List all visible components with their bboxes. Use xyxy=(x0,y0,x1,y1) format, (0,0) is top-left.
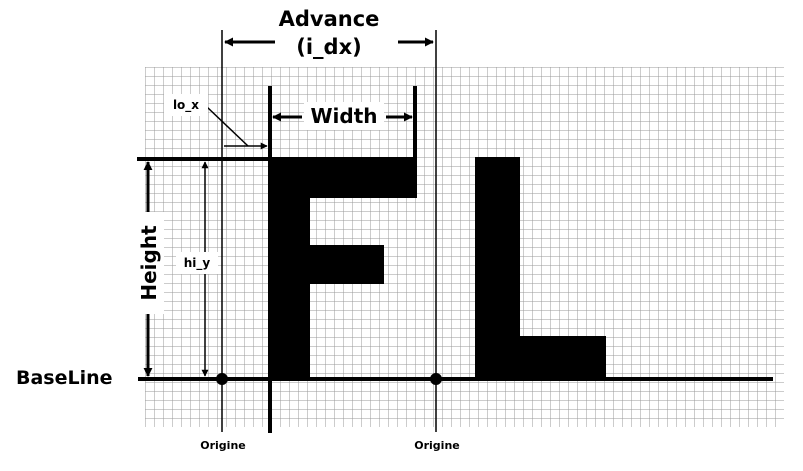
origin-left-label: Origine xyxy=(200,439,246,452)
baseline-label: BaseLine xyxy=(16,367,113,389)
grid-background xyxy=(145,67,784,427)
height-label: Height xyxy=(134,212,164,314)
lo-x-leader xyxy=(206,106,249,147)
advance-label: Advance xyxy=(278,7,380,31)
advance-sub-label: (i_dx) xyxy=(296,35,362,59)
origin-dot-left xyxy=(216,373,228,385)
height-label-text: Height xyxy=(137,225,161,301)
origin-right-label: Origine xyxy=(414,439,460,452)
hi-y-label: hi_y xyxy=(176,252,218,274)
lo-x-label: lo_x xyxy=(164,94,208,116)
glyph-l xyxy=(475,157,606,380)
glyph-f xyxy=(269,157,416,380)
width-label: Width xyxy=(304,102,384,130)
origin-dot-right xyxy=(430,373,442,385)
